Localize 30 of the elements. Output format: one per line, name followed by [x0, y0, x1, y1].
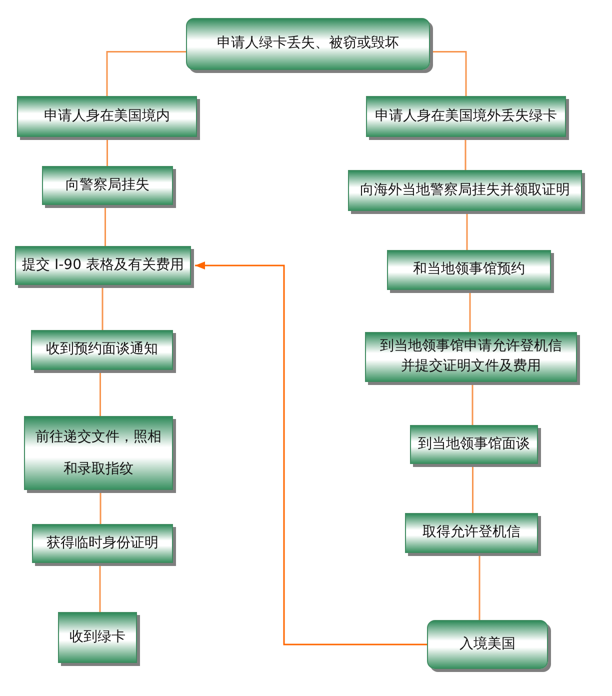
process-box: 入境美国: [427, 620, 548, 669]
connector-line: [102, 285, 104, 330]
process-box: 和当地领事馆预约: [387, 250, 551, 290]
connector-line: [466, 211, 468, 250]
process-box: 前往递交文件，照相和录取指纹: [24, 416, 173, 490]
arrow: [195, 262, 427, 646]
connector-line: [472, 464, 474, 513]
process-box: 申请人绿卡丢失、被窃或毁坏: [186, 18, 430, 70]
connector-line: [106, 137, 108, 166]
connector-line: [100, 490, 102, 524]
connector-line: [464, 137, 466, 170]
connector-line: [472, 382, 474, 425]
connector-line: [430, 51, 467, 96]
connector-line: [106, 51, 186, 96]
process-box: 收到绿卡: [58, 612, 137, 663]
connector-line: [99, 563, 101, 612]
process-box: 获得临时身份证明: [32, 524, 173, 563]
connector-line: [100, 370, 101, 416]
process-box: 申请人身在美国境外丢失绿卡: [366, 96, 566, 137]
process-box: 提交 I-90 表格及有关费用: [15, 246, 191, 285]
process-box: 到当地领事馆面谈: [410, 425, 538, 464]
connector-line: [469, 290, 471, 332]
process-box: 取得允许登机信: [405, 513, 538, 553]
process-box: 到当地领事馆申请允许登机信并提交证明文件及费用: [365, 332, 577, 382]
process-box: 向海外当地警察局挂失并领取证明: [348, 170, 582, 211]
process-box: 向警察局挂失: [42, 166, 173, 205]
connector-line: [104, 205, 106, 246]
process-box: 申请人身在美国境内: [17, 96, 197, 137]
process-box: 收到预约面谈通知: [31, 330, 173, 370]
connector-line: [478, 553, 480, 620]
